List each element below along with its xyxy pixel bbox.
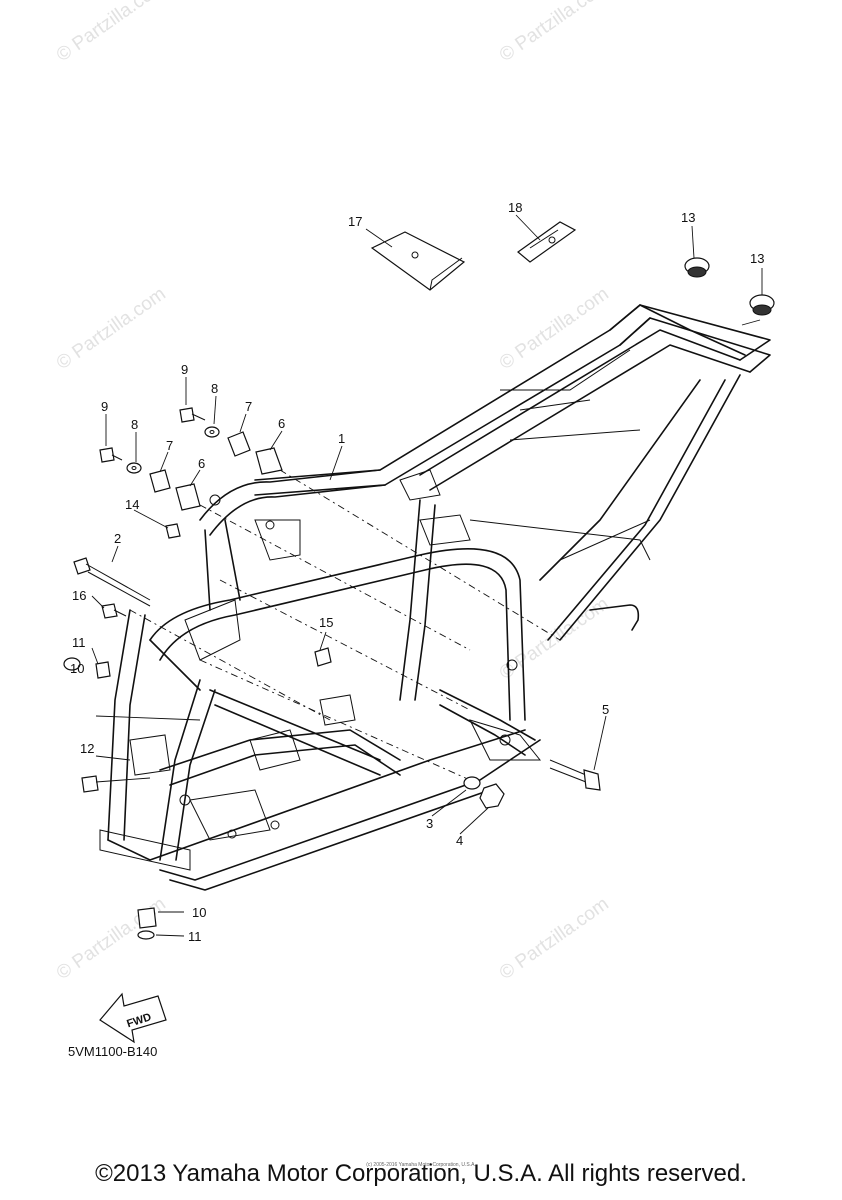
callout-16: 16 xyxy=(72,588,86,603)
part-6-damper xyxy=(175,483,201,511)
callout-12: 12 xyxy=(80,741,94,756)
callout-11: 11 xyxy=(188,929,202,944)
callout-7: 7 xyxy=(245,399,252,414)
part-12-plug xyxy=(81,775,99,793)
part-9-bolt xyxy=(99,447,123,463)
diagram-code: 5VM1100-B140 xyxy=(68,1044,158,1059)
callout-18: 18 xyxy=(508,200,522,215)
callout-6: 6 xyxy=(278,416,285,431)
callout-labels: 1 2 3 4 5 6 6 7 7 8 8 9 9 10 10 11 11 12… xyxy=(70,200,764,944)
part-13-grommet xyxy=(684,257,710,278)
callout-2: 2 xyxy=(114,531,121,546)
callout-7: 7 xyxy=(166,438,173,453)
part-17-manual-pouch xyxy=(370,231,466,291)
leader-lines xyxy=(91,214,763,937)
callout-8: 8 xyxy=(131,417,138,432)
watermark: © Partzilla.com xyxy=(496,893,613,984)
part-2-bolt xyxy=(73,557,151,607)
part-7-collar xyxy=(227,431,251,457)
part-8-washer xyxy=(126,462,142,474)
watermark: © Partzilla.com xyxy=(496,593,613,684)
part-10-plug xyxy=(95,661,111,679)
part-7-collar xyxy=(149,469,171,493)
callout-10: 10 xyxy=(192,905,206,920)
part-18-tool-clip xyxy=(517,221,577,263)
part-6-damper xyxy=(255,447,283,475)
callout-9: 9 xyxy=(101,399,108,414)
part-8-washer xyxy=(204,426,220,438)
callout-11: 11 xyxy=(72,635,86,650)
part-14-pad xyxy=(165,523,181,539)
callout-13: 13 xyxy=(681,210,695,225)
callout-13: 13 xyxy=(750,251,764,266)
copyright-notice: ©2013 Yamaha Motor Corporation, U.S.A. A… xyxy=(95,1160,747,1187)
assembly-lines xyxy=(129,469,561,781)
watermark: © Partzilla.com xyxy=(496,0,613,66)
watermark: © Partzilla.com xyxy=(53,283,170,374)
part-9-bolt xyxy=(179,407,206,423)
part-13-grommet xyxy=(749,294,775,316)
fwd-arrow-icon: FWD xyxy=(99,992,167,1044)
part-3-washer xyxy=(463,776,481,790)
part-11-o-ring xyxy=(63,657,81,671)
callout-6: 6 xyxy=(198,456,205,471)
callout-1: 1 xyxy=(338,431,345,446)
part-4-nut xyxy=(479,783,505,809)
main-frame xyxy=(99,304,771,891)
watermark: © Partzilla.com xyxy=(53,0,170,66)
callout-9: 9 xyxy=(181,362,188,377)
callout-5: 5 xyxy=(602,702,609,717)
callout-8: 8 xyxy=(211,381,218,396)
watermark: © Partzilla.com xyxy=(53,893,170,984)
callout-3: 3 xyxy=(426,816,433,831)
watermarks: © Partzilla.com © Partzilla.com © Partzi… xyxy=(53,0,613,984)
callout-17: 17 xyxy=(348,214,362,229)
callout-10: 10 xyxy=(70,661,84,676)
part-15-pad xyxy=(314,647,332,667)
callout-4: 4 xyxy=(456,833,463,848)
callout-14: 14 xyxy=(125,497,139,512)
part-11-o-ring xyxy=(137,930,155,940)
part-16-bolt xyxy=(101,603,127,619)
part-10-plug xyxy=(137,907,157,929)
part-5-bolt xyxy=(549,759,601,791)
small-copyright: (c) 2005-2016 Yamaha Motor Corporation, … xyxy=(366,1162,476,1168)
callout-15: 15 xyxy=(319,615,333,630)
